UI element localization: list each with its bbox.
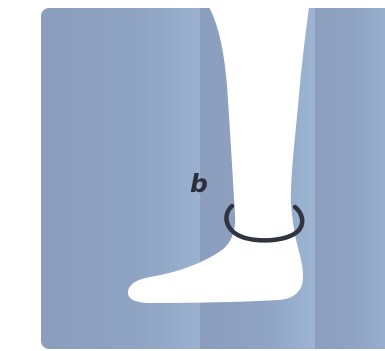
measurement-label-b: b	[190, 169, 208, 198]
foot-silhouette-icon	[128, 0, 310, 303]
background-panel-right	[304, 8, 385, 349]
measurement-ring-icon	[224, 203, 305, 243]
background-panel-left	[41, 8, 216, 349]
